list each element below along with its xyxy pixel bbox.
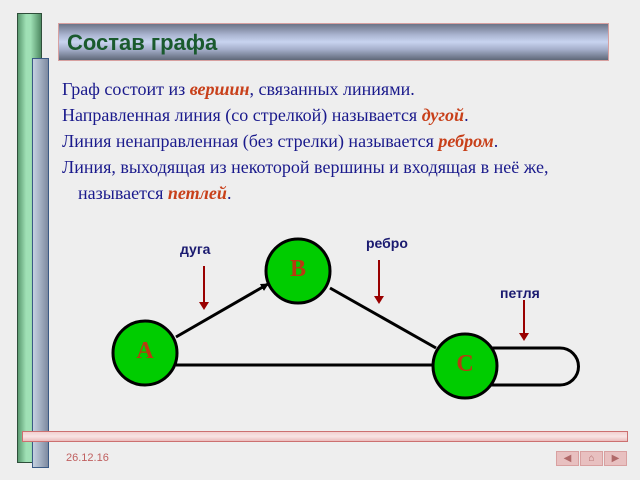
- home-icon: ⌂: [588, 453, 595, 464]
- node-a-label: A: [136, 338, 154, 364]
- prev-slide-button[interactable]: ◀: [556, 451, 579, 466]
- text: .: [493, 131, 499, 151]
- paragraph-edge: Линия ненаправленная (без стрелки) назыв…: [62, 128, 622, 154]
- text: Линия ненаправленная (без стрелки) назыв…: [62, 131, 439, 151]
- node-a: [111, 319, 179, 387]
- footer-bar: [22, 431, 628, 442]
- term-edge: ребром: [438, 131, 494, 151]
- text: Граф состоит из: [62, 79, 190, 99]
- paragraph-arc: Направленная линия (со стрелкой) называе…: [62, 102, 622, 128]
- label-arc: дуга: [180, 241, 211, 257]
- next-slide-button[interactable]: ▶: [604, 451, 627, 466]
- label-loop: петля: [500, 285, 540, 301]
- home-button[interactable]: ⌂: [580, 451, 603, 466]
- text: , связанных линиями.: [249, 79, 415, 99]
- paragraph-vertices: Граф состоит из вершин, связанных линиям…: [62, 76, 622, 102]
- term-vertices: вершин: [189, 79, 250, 99]
- slide-title: Состав графа: [67, 30, 218, 55]
- slide-body: Граф состоит из вершин, связанных линиям…: [62, 76, 622, 206]
- node-b-label: B: [289, 256, 306, 282]
- slide-navigation: ◀ ⌂ ▶: [556, 451, 628, 466]
- paragraph-loop: Линия, выходящая из некоторой вершины и …: [62, 154, 622, 206]
- text: Направленная линия (со стрелкой) называе…: [62, 105, 422, 125]
- node-c: [431, 332, 499, 400]
- decorative-blue-bar: [32, 58, 49, 468]
- node-b: [264, 237, 332, 305]
- label-edge: ребро: [366, 235, 408, 251]
- edge-b-c: [329, 286, 437, 350]
- triangle-right-icon: ▶: [611, 453, 620, 464]
- term-arc: дугой: [421, 105, 465, 125]
- triangle-left-icon: ◀: [563, 453, 572, 464]
- text: Линия, выходящая из некоторой вершины и …: [62, 157, 549, 203]
- text: .: [464, 105, 469, 125]
- text: .: [226, 183, 232, 203]
- slide-date: 26.12.16: [66, 452, 109, 464]
- loop-c: [490, 346, 580, 387]
- title-bar: Состав графа: [58, 23, 609, 61]
- node-c-label: C: [456, 351, 474, 377]
- arc-a-b: [175, 282, 269, 339]
- term-loop: петлей: [167, 183, 227, 203]
